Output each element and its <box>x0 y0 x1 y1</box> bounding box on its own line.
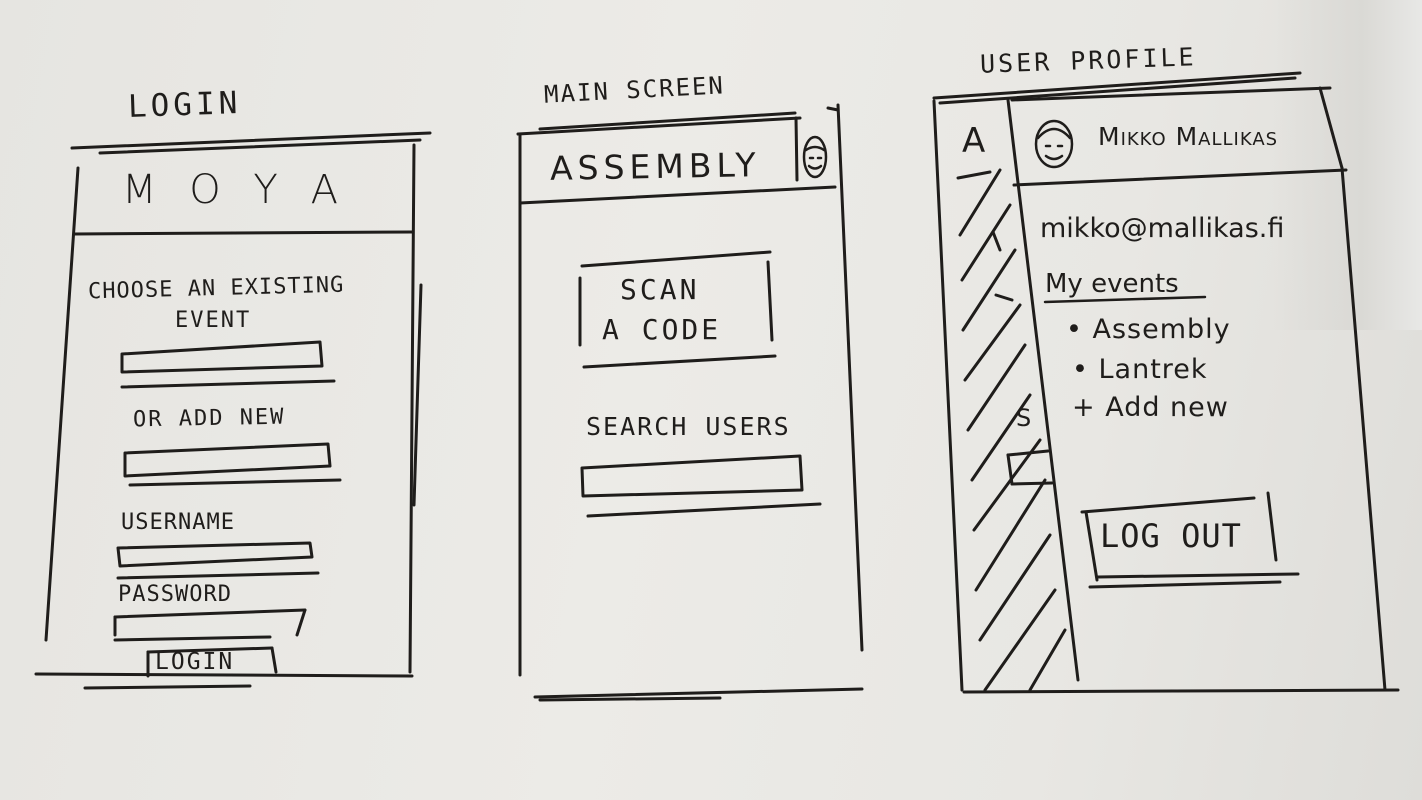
avatar-face-icon-profile <box>1034 119 1074 169</box>
user-profile-heading: USER PROFILE <box>979 42 1198 79</box>
paper-shadow <box>1272 0 1422 330</box>
username-input[interactable] <box>120 546 310 566</box>
username-label: USERNAME <box>121 510 235 535</box>
event-title: ASSEMBLY <box>549 145 761 188</box>
profile-drawer <box>1006 86 1387 692</box>
search-users-input[interactable] <box>586 462 798 492</box>
scan-code-label-line1: SCAN <box>620 273 700 306</box>
scan-code-label-line2: A CODE <box>602 313 722 346</box>
scan-code-button[interactable] <box>584 266 768 358</box>
login-heading: LOGIN <box>127 85 242 125</box>
event-item-assembly[interactable]: • Assembly <box>1066 314 1231 345</box>
my-events-heading: My events <box>1045 269 1179 299</box>
behind-letter-a: A <box>962 121 986 161</box>
user-name: Mikko Mallikas <box>1098 122 1279 151</box>
choose-event-label-line2: EVENT <box>175 308 252 333</box>
login-button-sketch <box>146 646 278 678</box>
add-new-event-link[interactable]: + Add new <box>1072 392 1229 423</box>
search-users-input-sketch <box>580 454 822 518</box>
profile-avatar-button[interactable] <box>800 132 832 180</box>
new-event-input[interactable] <box>127 446 327 474</box>
login-new-event-input-sketch <box>123 442 342 487</box>
app-title: M O Y A <box>122 167 348 213</box>
profile-back-screen <box>932 71 1400 694</box>
behind-letter-s: S <box>1016 404 1032 432</box>
scan-button-sketch <box>578 250 777 369</box>
search-users-label: SEARCH USERS <box>586 412 791 441</box>
user-email: mikko@mallikas.fi <box>1040 213 1285 244</box>
login-event-select-sketch <box>120 340 336 389</box>
avatar-face-icon-main <box>802 135 828 179</box>
event-select[interactable] <box>124 344 320 370</box>
logout-button[interactable]: LOG OUT <box>1100 517 1242 555</box>
password-input[interactable] <box>117 613 303 635</box>
login-button[interactable]: LOGIN <box>155 649 235 675</box>
event-item-lantrek[interactable]: • Lantrek <box>1072 354 1208 385</box>
events-underline <box>1043 295 1207 304</box>
login-password-input-sketch <box>113 608 307 642</box>
password-label: PASSWORD <box>118 582 232 607</box>
login-username-input-sketch <box>116 541 320 580</box>
main-wireframe <box>516 103 864 702</box>
login-wireframe <box>34 131 432 690</box>
or-add-new-label: OR ADD NEW <box>132 404 286 433</box>
logout-button-sketch <box>1080 491 1300 589</box>
